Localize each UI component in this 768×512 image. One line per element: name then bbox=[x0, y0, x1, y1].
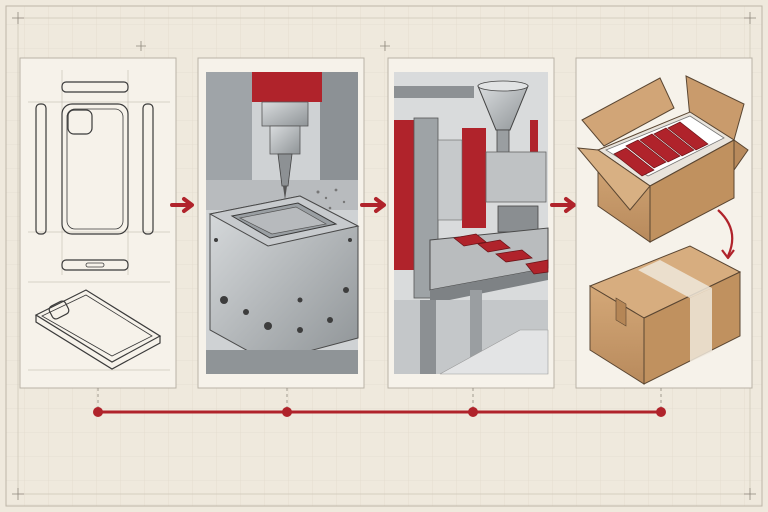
phone-case-blueprint-icon bbox=[28, 70, 170, 371]
cnc-machining-icon bbox=[206, 72, 360, 374]
flow-arrow-3 bbox=[550, 197, 576, 213]
timeline bbox=[93, 388, 666, 417]
timeline-node-1 bbox=[93, 407, 103, 417]
curved-arrow-icon bbox=[717, 209, 734, 257]
open-box-icon bbox=[576, 75, 749, 243]
step-panel-design bbox=[19, 57, 177, 389]
corner-crosshairs bbox=[12, 12, 756, 500]
flow-arrow-2 bbox=[360, 197, 386, 213]
step-panel-packaging bbox=[575, 57, 753, 389]
step-panel-injection-molding bbox=[387, 57, 555, 389]
sealed-box-icon bbox=[588, 245, 742, 385]
flow-arrow-1 bbox=[170, 197, 194, 213]
timeline-node-4 bbox=[656, 407, 666, 417]
step-panel-mold-machining bbox=[197, 57, 365, 389]
timeline-node-2 bbox=[282, 407, 292, 417]
injection-molding-icon bbox=[394, 72, 549, 375]
timeline-node-3 bbox=[468, 407, 478, 417]
